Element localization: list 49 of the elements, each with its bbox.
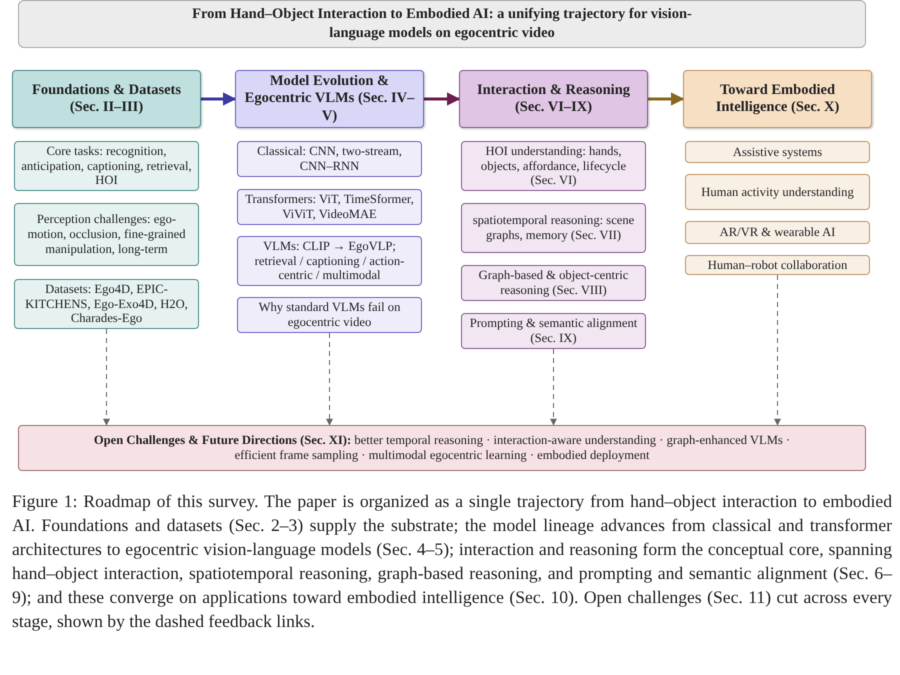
arrow xyxy=(424,92,460,106)
node-text: Transformers: ViT, TimeSformer, ViViT, VideoMAE xyxy=(244,192,415,222)
node-text: Interaction & Reasoning (Sec. VI–IX) xyxy=(476,82,632,116)
node-text: Datasets: Ego4D, EPIC-KITCHENS, Ego-Exo4D, H2O, Charades-Ego xyxy=(24,282,189,326)
arrow xyxy=(774,274,781,426)
node-text: Model Evolution & Egocentric VLMs (Sec. IV–V) xyxy=(244,72,416,126)
node-text: Assistive systems xyxy=(732,144,822,160)
topic-box xyxy=(14,203,199,266)
node-text: Graph-based & object-centric reasoning (Sec. VIII) xyxy=(478,268,630,298)
topic-box xyxy=(685,221,870,244)
topic-box xyxy=(237,141,422,177)
topic-box xyxy=(14,279,199,329)
topic-box xyxy=(461,141,646,191)
node-text: Human activity understanding xyxy=(701,184,854,200)
node-text: Prompting & semantic alignment (Sec. IX) xyxy=(468,316,638,346)
topic-box xyxy=(685,174,870,210)
node-text: Toward Embodied Intelligence (Sec. X) xyxy=(714,82,840,116)
arrow xyxy=(326,332,333,426)
node-text: HOI understanding: hands, objects, affordance, lifecycle (Sec. VI) xyxy=(480,144,628,188)
arrow xyxy=(103,328,110,426)
stage-header-box xyxy=(459,70,648,128)
arrow xyxy=(201,92,236,106)
node-text: Classical: CNN, two-stream, CNN–RNN xyxy=(256,144,403,174)
topic-box xyxy=(461,313,646,349)
figure-caption: Figure 1: Roadmap of this survey. The paper is organized as a single trajectory from hand–object interaction to embodied AI. Foundations and datasets (Sec. 2–3) supply the substrate; the model lineage advances from classical and transformer architectures to egocentric vision-language models (Sec. 4–5); interaction and reasoning form the conceptual core, spanning hand–object interaction, spatiotemporal reasoning, graph-based reasoning, and prompting and semantic alignment (Sec. 6–9); and these converge on applications toward embodied intelligence (Sec. 10). Open challenges (Sec. 11) cut across every stage, shown by the dashed feedback links. xyxy=(12,490,892,633)
node-text: spatiotemporal reasoning: scene graphs, memory (Sec. VII) xyxy=(472,213,636,243)
diagram-title: From Hand–Object Interaction to Embodied AI: a unifying trajectory for vision-language models on egocentric video xyxy=(192,5,692,43)
node-text: Open Challenges & Future Directions (Sec. XI): better temporal reasoning · interaction-aware understanding · graph-enhanced VLMs · efficient frame sampling · multimodal egocentric learning · embodied deployment xyxy=(92,433,792,463)
topic-box xyxy=(237,297,422,333)
topic-box xyxy=(461,203,646,253)
challenges-box xyxy=(18,425,866,471)
node-text: AR/VR & wearable AI xyxy=(720,225,836,240)
arrow xyxy=(648,92,684,106)
topic-box xyxy=(685,141,870,163)
node-text: VLMs: CLIP → EgoVLP; retrieval / captioning / action-centric / multimodal xyxy=(254,238,406,284)
stage-header-box xyxy=(683,70,872,128)
topic-box xyxy=(14,141,199,191)
stage-header-box xyxy=(12,70,201,128)
topic-box xyxy=(685,255,870,275)
node-text: Human–robot collaboration xyxy=(708,258,848,272)
node-text: Core tasks: recognition, anticipation, captioning, retrieval, HOI xyxy=(20,144,193,188)
node-text: Perception challenges: ego-motion, occlusion, fine-grained manipulation, long-term xyxy=(26,212,187,257)
node-text: Foundations & Datasets (Sec. II–III) xyxy=(30,82,182,116)
topic-box xyxy=(461,265,646,301)
stage-header-box xyxy=(235,70,424,128)
arrow xyxy=(550,348,557,426)
topic-box xyxy=(237,236,422,286)
topic-box xyxy=(237,189,422,225)
node-text: Why standard VLMs fail on egocentric video xyxy=(258,300,402,330)
